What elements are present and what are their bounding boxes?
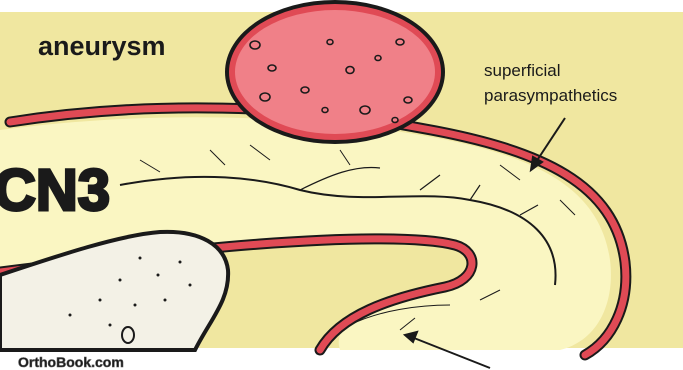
aneurysm-label: aneurysm [38, 31, 166, 61]
nerve-label: CN3 [0, 158, 110, 223]
watermark: OrthoBook.com [18, 354, 124, 370]
superficial-label-line1: superficial [484, 61, 561, 80]
aneurysm-body [235, 10, 435, 134]
superficial-label-line2: parasympathetics [484, 86, 617, 105]
